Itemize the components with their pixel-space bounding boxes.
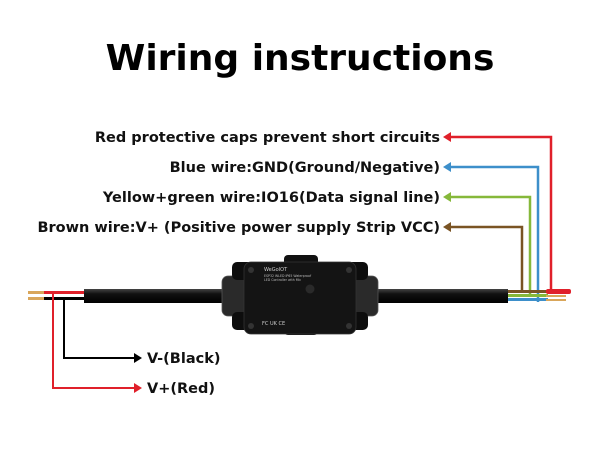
led-controller-device: WeGoIOT ESP32 WLED IP65 Waterproof LED C… [221, 255, 379, 335]
label-v-minus: V-(Black) [147, 351, 220, 367]
label-brown-wire: Brown wire:V+ (Positive power supply Str… [37, 220, 440, 236]
device-brand: WeGoIOT [264, 267, 288, 273]
left-cable-wires [28, 291, 84, 300]
blue-arrow-icon [443, 162, 451, 172]
label-yellow-green-wire: Yellow+green wire:IO16(Data signal line) [102, 190, 440, 206]
v-minus-leader [63, 299, 136, 359]
label-blue-wire: Blue wire:GND(Ground/Negative) [170, 160, 440, 176]
page-title: Wiring instructions [106, 38, 495, 79]
green-arrow-icon [443, 192, 451, 202]
blue-wire-leader [448, 165, 540, 302]
red-caps-leader [448, 135, 553, 293]
green-wire-leader [448, 195, 532, 297]
brown-arrow-icon [443, 222, 451, 232]
v-plus-leader [52, 293, 136, 389]
black-arrow-icon [134, 353, 142, 363]
red-arrow-icon [443, 132, 451, 142]
device-name-line1: ESP32 WLED IP65 Waterproof [264, 274, 312, 278]
device-name-line2: LED Controller with Mic [264, 278, 301, 282]
right-cable-wires [508, 289, 571, 301]
brown-wire-leader [448, 225, 524, 293]
device-certifications: FC UK CE [262, 321, 285, 327]
red-arrow-icon [134, 383, 142, 393]
left-cable [84, 289, 234, 303]
right-cable [370, 289, 508, 303]
label-v-plus: V+(Red) [147, 381, 215, 397]
label-red-caps: Red protective caps prevent short circui… [95, 130, 440, 146]
